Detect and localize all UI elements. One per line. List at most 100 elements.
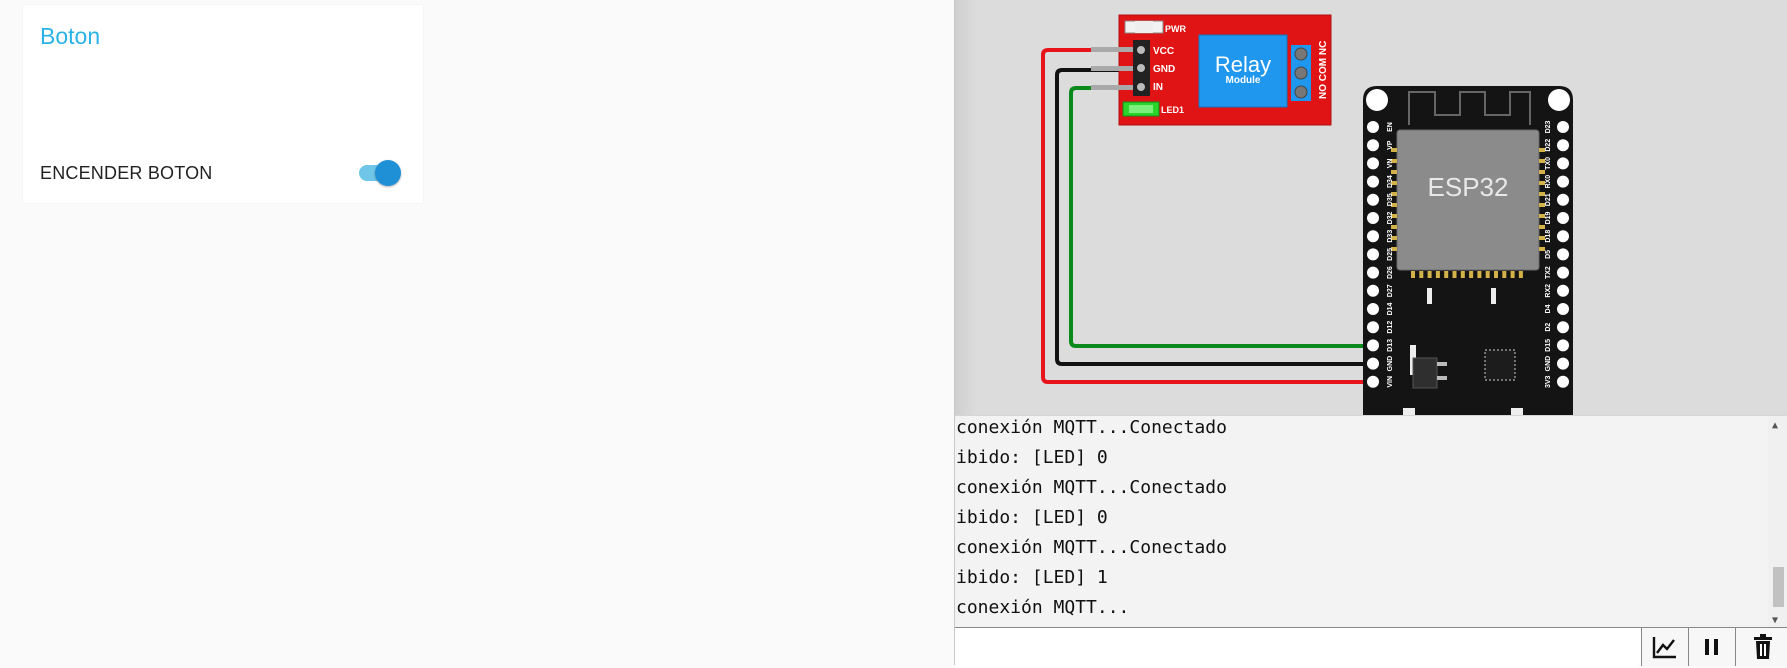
esp32-pin: [1367, 139, 1379, 152]
console-scrollbar[interactable]: ▲ ▼: [1768, 416, 1787, 628]
relay-pin-vcc: VCC: [1153, 46, 1174, 57]
esp32-pin: [1367, 175, 1379, 188]
esp32-pin-label: VP: [1387, 140, 1394, 150]
esp32-pin: [1367, 230, 1379, 243]
relay-pin-gnd: GND: [1153, 64, 1175, 75]
console-line: ibido: [LED] 0: [956, 447, 1108, 468]
console-line: conexión MQTT...Conectado: [956, 537, 1227, 558]
relay-led-label: LED1: [1161, 105, 1184, 115]
esp32-pin-label: D21: [1545, 193, 1552, 206]
esp32-pin-label: RX2: [1545, 284, 1552, 298]
esp32-pin: [1367, 193, 1379, 206]
esp32-pin-label: RX0: [1545, 175, 1552, 189]
console-line: ibido: [LED] 0: [956, 507, 1108, 528]
esp32-title: ESP32: [1428, 172, 1509, 202]
scroll-down-icon[interactable]: ▼: [1772, 615, 1779, 626]
esp32-pin-label: VIN: [1387, 376, 1394, 388]
esp32-pin: [1557, 357, 1569, 370]
esp32-pin: [1557, 193, 1569, 206]
chart-line-icon: [1652, 637, 1676, 659]
console-line: conexión MQTT...Conectado: [956, 417, 1227, 438]
esp32-pin: [1557, 284, 1569, 297]
esp32-pin: [1557, 230, 1569, 243]
esp32-pin: [1367, 284, 1379, 297]
relay-module: VCC GND IN PWR LED1 Relay Module: [1091, 14, 1332, 126]
esp32-pin: [1557, 248, 1569, 261]
relay-pwr-label: PWR: [1165, 24, 1186, 34]
esp32-pin-label: GND: [1387, 356, 1394, 372]
esp32-pin: [1367, 357, 1379, 370]
console-line: conexión MQTT...: [956, 597, 1130, 618]
esp32-pin: [1367, 121, 1379, 133]
power-toggle-switch[interactable]: [359, 158, 401, 186]
esp32-pin-label: D19: [1545, 211, 1552, 224]
wire-in: [1069, 86, 1369, 348]
plotter-button[interactable]: [1641, 628, 1688, 666]
esp32-board: ESP32 ENVPVND34D35D32D33D25D26D27D14D12D…: [1363, 86, 1573, 415]
simulator-panel: VCC GND IN PWR LED1 Relay Module: [954, 0, 1787, 668]
console-line: conexión MQTT...Conectado: [956, 477, 1227, 498]
esp32-pin-label: D23: [1545, 120, 1552, 133]
esp32-pin-label: D18: [1545, 230, 1552, 243]
esp32-pin-label: EN: [1387, 122, 1394, 132]
relay-pin-in: IN: [1153, 82, 1163, 93]
console-line: ibido: [LED] 1: [956, 567, 1108, 588]
esp32-pin-label: GND: [1545, 356, 1552, 372]
serial-input[interactable]: [955, 628, 1639, 668]
toggle-thumb: [375, 160, 401, 186]
esp32-pin: [1367, 157, 1379, 170]
esp32-pin: [1367, 375, 1379, 388]
serial-monitor[interactable]: conexión MQTT...Conectado ibido: [LED] 0…: [955, 415, 1787, 628]
esp32-pin-label: D27: [1387, 284, 1394, 297]
esp32-pin: [1367, 248, 1379, 261]
esp32-pin: [1367, 339, 1379, 352]
circuit-diagram: VCC GND IN PWR LED1 Relay Module: [1041, 14, 1573, 415]
scroll-thumb[interactable]: [1773, 567, 1784, 607]
esp32-pin: [1557, 139, 1569, 152]
esp32-pin: [1557, 175, 1569, 188]
dashboard-panel: Boton ENCENDER BOTON: [23, 5, 423, 203]
esp32-pin-label: D35: [1387, 193, 1394, 206]
esp32-pin-label: D22: [1545, 139, 1552, 152]
esp32-pin: [1557, 266, 1569, 279]
esp32-pin: [1557, 339, 1569, 352]
esp32-pin-label: D4: [1545, 304, 1552, 313]
esp32-pin: [1557, 121, 1569, 133]
esp32-pin-label: D32: [1387, 211, 1394, 224]
esp32-pin-label: TX0: [1545, 157, 1552, 170]
esp32-pin-label: D25: [1387, 248, 1394, 261]
esp32-pin: [1557, 303, 1569, 315]
relay-subtitle: Module: [1226, 75, 1261, 86]
esp32-pin-label: 3V3: [1545, 375, 1552, 388]
esp32-pin: [1557, 157, 1569, 170]
esp32-pin: [1557, 212, 1569, 224]
pause-button[interactable]: [1688, 628, 1735, 666]
esp32-pin-label: D13: [1387, 339, 1394, 352]
wire-gnd: [1055, 68, 1369, 366]
esp32-pin-label: D26: [1387, 266, 1394, 279]
relay-title: Relay: [1215, 52, 1271, 77]
esp32-pin: [1367, 321, 1379, 334]
switch-label: ENCENDER BOTON: [40, 163, 213, 183]
esp32-pin-label: D2: [1545, 323, 1552, 332]
esp32-pin: [1367, 303, 1379, 315]
esp32-pin-label: D12: [1387, 321, 1394, 334]
esp32-pin-label: D15: [1545, 339, 1552, 352]
wire-vcc: [1041, 48, 1369, 384]
scroll-up-icon[interactable]: ▲: [1772, 420, 1779, 431]
esp32-pin-label: D33: [1387, 230, 1394, 243]
esp32-pin-label: D5: [1545, 250, 1552, 259]
circuit-canvas[interactable]: VCC GND IN PWR LED1 Relay Module: [955, 0, 1787, 415]
esp32-pin: [1367, 266, 1379, 279]
esp32-pin: [1367, 212, 1379, 224]
relay-terminals: NO COM NC: [1318, 41, 1329, 99]
button-card: Boton ENCENDER BOTON: [23, 5, 423, 203]
clear-button[interactable]: [1735, 628, 1787, 666]
trash-icon: [1753, 634, 1772, 659]
esp32-pin-label: D14: [1387, 302, 1394, 315]
esp32-pin-label: TX2: [1545, 266, 1552, 279]
esp32-pin: [1557, 375, 1569, 388]
serial-input-bar: [955, 627, 1787, 668]
esp32-pin-label: VN: [1387, 159, 1394, 169]
esp32-pin: [1557, 321, 1569, 334]
